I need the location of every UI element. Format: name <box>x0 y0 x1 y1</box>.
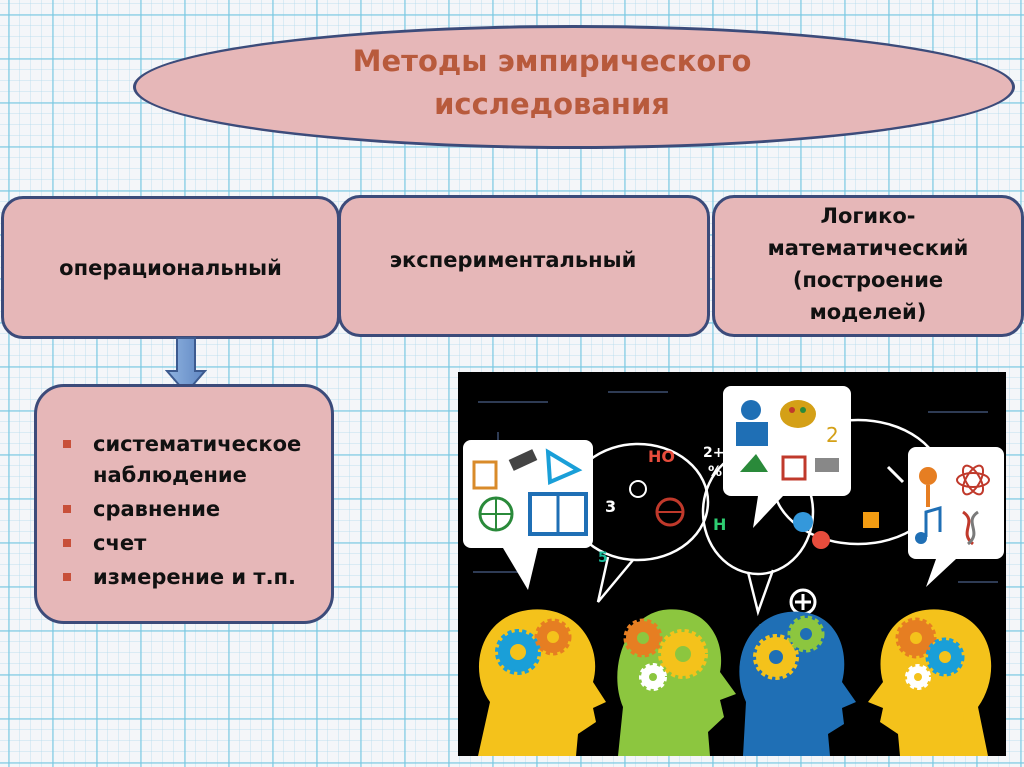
science-bubble-right <box>908 447 1004 587</box>
list-item: систематическое наблюдение <box>57 429 321 491</box>
svg-text:3: 3 <box>605 497 616 516</box>
method-label-logical-mathematical: Логико- математический (построение модел… <box>767 204 969 324</box>
list-item: измерение и т.п. <box>57 562 321 593</box>
list-item-text: измерение и т.п. <box>93 565 297 589</box>
list-item-text: сравнение <box>93 497 221 521</box>
slide-title: Методы эмпирического исследования <box>352 44 752 121</box>
svg-text:2: 2 <box>826 423 839 447</box>
list-item-text: счет <box>93 531 147 555</box>
list-item-text: систематическое наблюдение <box>93 432 302 487</box>
svg-text:2+2: 2+2 <box>703 445 734 461</box>
head-orange-right <box>868 609 992 756</box>
method-label-operational: операциональный <box>59 255 282 280</box>
method-label-experimental: экспериментальный <box>389 248 637 272</box>
heads-with-gears-illustration: 2 HO 2+2 % 4 3 P E H 5 <box>458 372 1006 756</box>
bullet-icon <box>63 440 71 448</box>
method-box-operational: операциональный <box>1 196 340 339</box>
svg-text:5: 5 <box>598 550 608 566</box>
operational-methods-list-box: систематическое наблюдение сравнение сче… <box>34 384 334 624</box>
title-ellipse: Методы эмпирического исследования <box>133 25 1015 149</box>
bullet-icon <box>63 539 71 547</box>
operational-methods-list: систематическое наблюдение сравнение сче… <box>57 429 321 593</box>
science-bubble-top: 2 <box>723 386 851 528</box>
method-box-experimental: экспериментальный <box>338 195 710 337</box>
svg-text:HO: HO <box>648 447 675 466</box>
bullet-icon <box>63 573 71 581</box>
svg-text:% 4: % 4 <box>708 464 737 480</box>
down-arrow-icon <box>165 337 207 395</box>
svg-text:H: H <box>713 515 726 534</box>
bullet-icon <box>63 505 71 513</box>
science-bubble-left <box>463 440 593 590</box>
gear-icon <box>495 615 965 691</box>
list-item: счет <box>57 528 321 559</box>
method-box-logical-mathematical: Логико- математический (построение модел… <box>712 195 1024 337</box>
list-item: сравнение <box>57 494 321 525</box>
